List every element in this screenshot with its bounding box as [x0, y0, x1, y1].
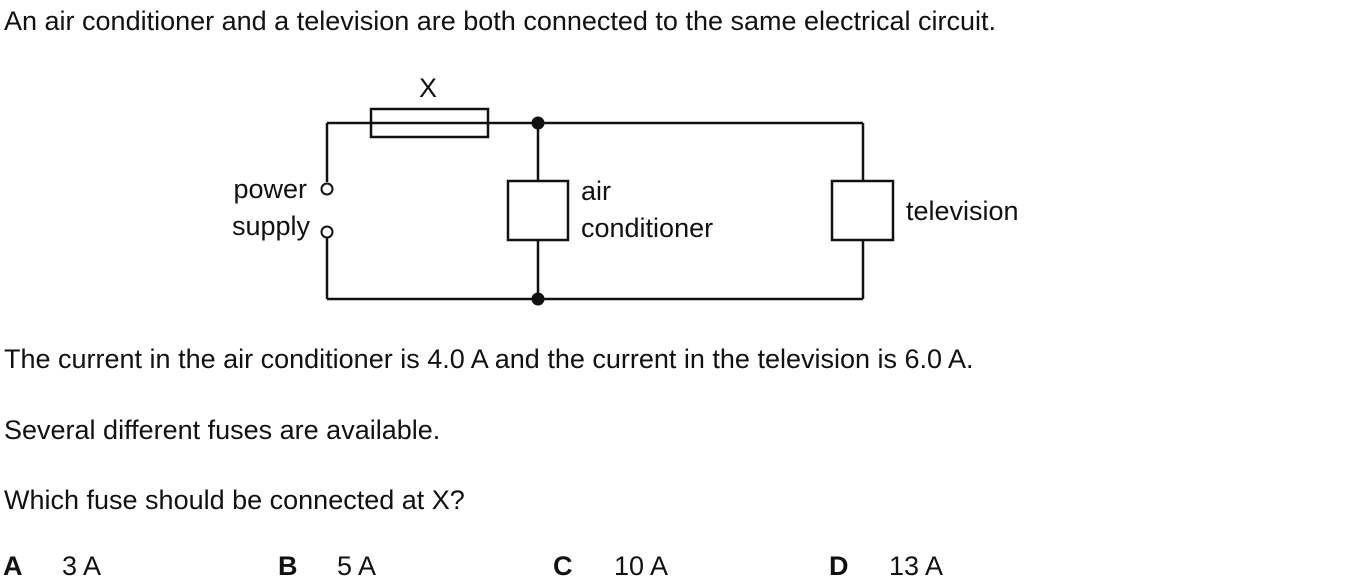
fuse-x	[369, 107, 490, 139]
option-c-value: 10 A	[614, 551, 669, 581]
television-label: television	[906, 196, 1019, 226]
question-prompt: Which fuse should be connected at X?	[4, 485, 465, 515]
air-conditioner-label-line1: air	[581, 176, 611, 206]
intro-text: An air conditioner and a television are …	[4, 6, 997, 36]
air-conditioner-box	[506, 179, 570, 242]
television-box	[830, 179, 895, 242]
fuse-label: X	[419, 73, 437, 103]
option-c-letter: C	[553, 551, 573, 581]
current-info-text: The current in the air conditioner is 4.…	[4, 344, 974, 374]
option-b-letter: B	[278, 551, 298, 581]
supply-label-line1: power	[233, 174, 307, 204]
option-b-value: 5 A	[337, 551, 377, 581]
fuses-info-text: Several different fuses are available.	[4, 415, 441, 445]
supply-terminal-bottom	[320, 225, 334, 239]
option-d-letter: D	[829, 551, 849, 581]
supply-terminal-top	[320, 182, 334, 196]
supply-label-line2: supply	[232, 211, 311, 241]
junction-top	[531, 116, 545, 130]
option-a-letter: A	[3, 551, 23, 581]
option-d-value: 13 A	[889, 551, 944, 581]
air-conditioner-label-line2: conditioner	[581, 213, 713, 243]
option-a-value: 3 A	[62, 551, 102, 581]
junction-bottom	[531, 292, 545, 306]
